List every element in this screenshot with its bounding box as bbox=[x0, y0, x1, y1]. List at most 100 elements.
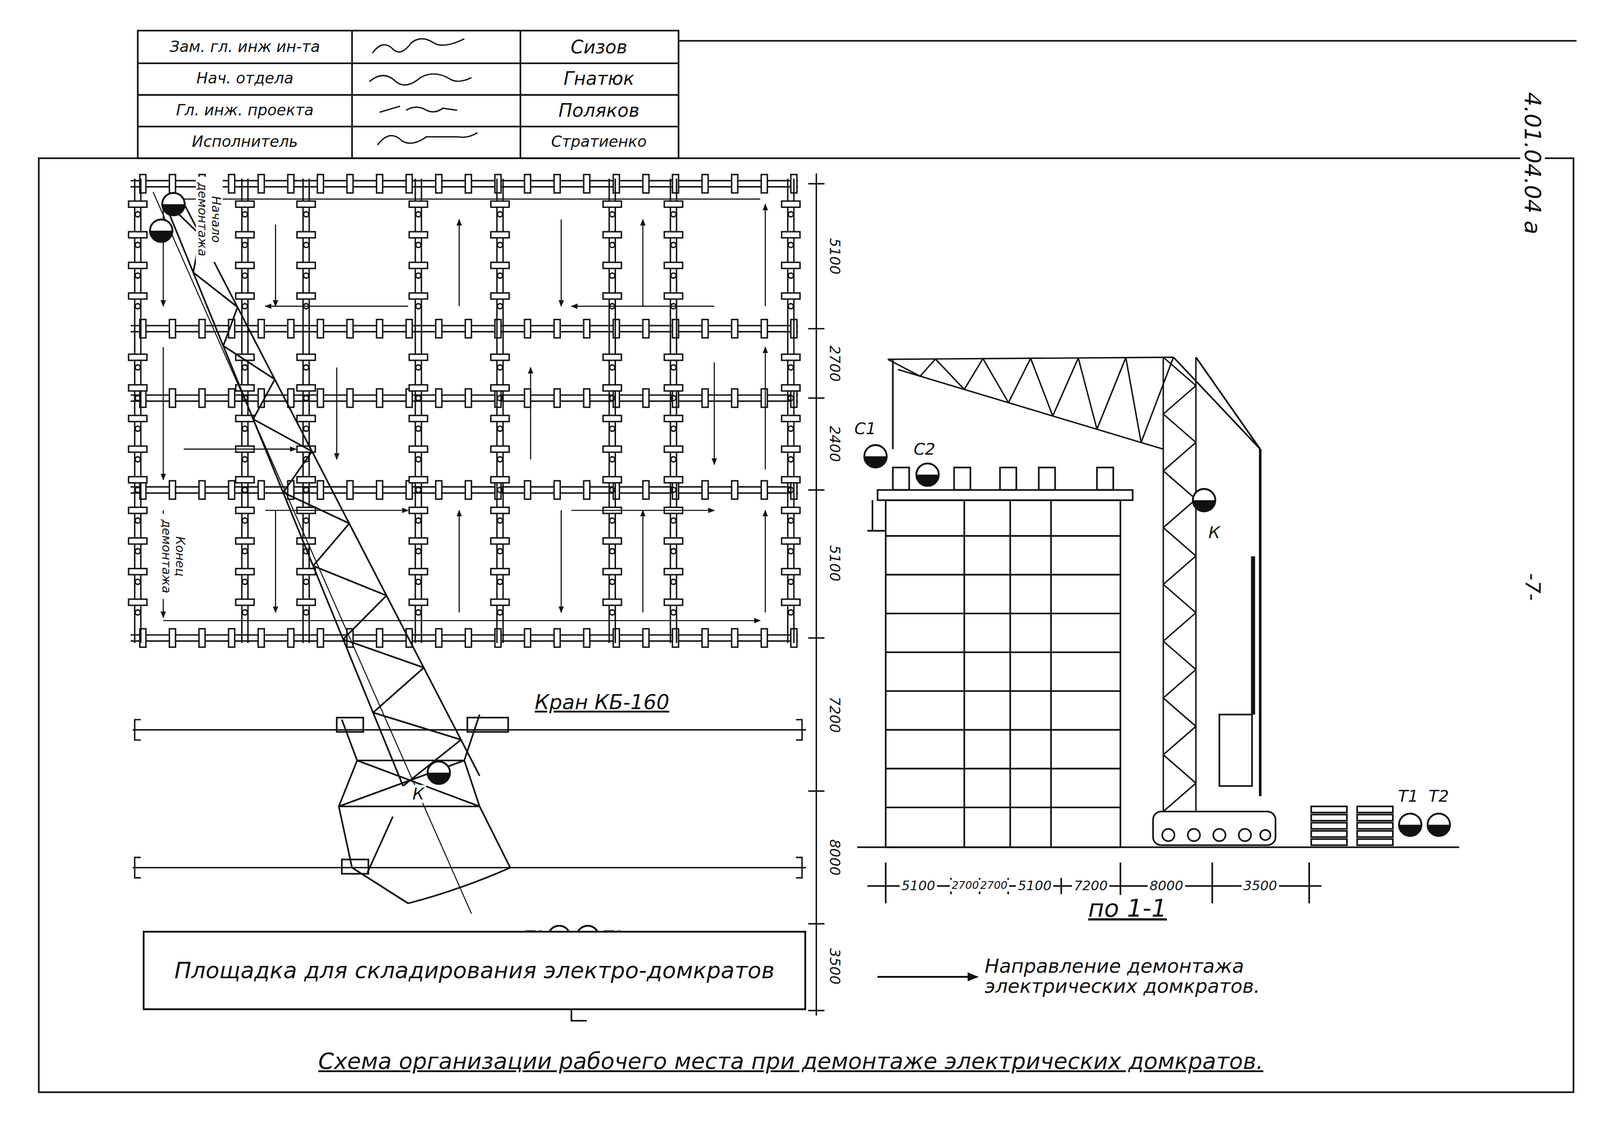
section-view bbox=[1311, 806, 1347, 813]
jack-symbol bbox=[135, 609, 141, 615]
jack-symbol bbox=[670, 579, 676, 585]
title-cell: Сизов bbox=[570, 36, 628, 57]
jack-symbol bbox=[788, 395, 794, 401]
jack-symbol bbox=[415, 303, 421, 309]
dismantle-arrow bbox=[265, 509, 409, 511]
jack-symbol bbox=[781, 476, 800, 483]
jack-symbol bbox=[435, 388, 442, 408]
jack-symbol bbox=[169, 480, 176, 499]
caption: Схема организации рабочего места при дем… bbox=[318, 1048, 1264, 1074]
jack-symbol bbox=[731, 319, 738, 338]
jack-symbol bbox=[664, 445, 683, 452]
legend-sample bbox=[877, 976, 978, 978]
jack-symbol bbox=[497, 609, 503, 615]
jack-symbol bbox=[415, 456, 421, 462]
jack-symbol bbox=[242, 487, 248, 493]
jack-symbol bbox=[664, 231, 683, 238]
jack-symbol bbox=[346, 319, 353, 338]
jack-symbol bbox=[554, 480, 560, 499]
jack-symbol bbox=[609, 273, 615, 279]
title-cell: Нач. отдела bbox=[196, 70, 294, 88]
jack-symbol bbox=[198, 388, 205, 408]
dimension: 7200 bbox=[826, 694, 843, 735]
crane-section bbox=[887, 357, 1197, 812]
jack-symbol bbox=[670, 242, 676, 248]
section-view bbox=[1356, 814, 1393, 821]
jack-symbol bbox=[409, 231, 428, 238]
section-view bbox=[1308, 862, 1311, 904]
jack-symbol bbox=[235, 231, 254, 238]
jack-symbol bbox=[670, 395, 676, 401]
crane-plan bbox=[153, 191, 511, 914]
section-view bbox=[1219, 714, 1253, 787]
worker-mark bbox=[1398, 813, 1422, 836]
worker-mark bbox=[1192, 500, 1216, 512]
jack-symbol bbox=[296, 201, 316, 208]
jack-symbol bbox=[554, 628, 560, 648]
jack-symbol bbox=[664, 568, 683, 575]
jack-symbol bbox=[317, 480, 324, 499]
dimension-line bbox=[807, 327, 825, 330]
crane-track bbox=[132, 729, 807, 731]
dismantle-arrow bbox=[163, 620, 761, 622]
section-view bbox=[1311, 814, 1347, 821]
section-view bbox=[1173, 357, 1261, 449]
jack-symbol bbox=[583, 388, 590, 408]
section-view bbox=[1211, 862, 1214, 904]
jack-symbol bbox=[303, 273, 309, 279]
dimension: 5100 bbox=[899, 878, 938, 893]
sheet-code: 4.01.04.04 а bbox=[1520, 90, 1545, 237]
crane-plan bbox=[341, 859, 369, 874]
jack-symbol bbox=[613, 628, 620, 648]
jack-symbol bbox=[524, 628, 531, 648]
jack-symbol bbox=[524, 319, 531, 338]
jack-symbol bbox=[317, 174, 324, 193]
jack-symbol bbox=[409, 201, 428, 208]
jack-symbol bbox=[670, 609, 676, 615]
jack-symbol bbox=[670, 364, 676, 370]
section-view bbox=[1187, 828, 1201, 841]
dismantle-arrow bbox=[274, 224, 276, 306]
jack-symbol bbox=[670, 425, 676, 431]
storage-area-text: Площадка для складирования электро-домкр… bbox=[174, 957, 775, 984]
jack-symbol bbox=[376, 480, 383, 499]
jack-symbol bbox=[554, 319, 560, 338]
jack-symbol bbox=[296, 476, 316, 483]
dismantle-arrow bbox=[642, 219, 644, 306]
jack-symbol bbox=[317, 628, 324, 648]
jack-symbol bbox=[490, 568, 509, 575]
jack-symbol bbox=[788, 425, 794, 431]
jack-symbol bbox=[128, 262, 147, 269]
jack-symbol bbox=[235, 538, 254, 544]
jack-symbol bbox=[603, 538, 622, 544]
section-view bbox=[1356, 822, 1393, 829]
jack-symbol bbox=[497, 395, 503, 401]
position-mark bbox=[150, 192, 1450, 948]
jack-symbol bbox=[303, 609, 309, 615]
jack-symbol bbox=[303, 395, 309, 401]
crane-plan bbox=[367, 816, 394, 873]
jack-symbol bbox=[490, 201, 509, 208]
jack-symbol bbox=[128, 538, 147, 544]
jack-symbol bbox=[524, 174, 531, 193]
worker-mark bbox=[916, 474, 939, 487]
jack-symbol bbox=[465, 388, 472, 408]
jack-symbol bbox=[494, 174, 501, 193]
jack-symbol bbox=[135, 303, 141, 309]
worker-mark bbox=[150, 219, 173, 242]
dimension: 7200 bbox=[1071, 878, 1110, 893]
sheet-frame bbox=[137, 62, 679, 65]
jack-symbol bbox=[258, 319, 265, 338]
section-view bbox=[1050, 500, 1052, 848]
dimension-line bbox=[807, 922, 825, 925]
jack-symbol bbox=[672, 319, 679, 338]
jack-symbol bbox=[135, 517, 141, 523]
mark-label: С1 bbox=[852, 419, 879, 438]
jack-symbol bbox=[435, 319, 442, 338]
lattice-web bbox=[163, 198, 461, 786]
section-view bbox=[1060, 877, 1063, 895]
jack-symbol bbox=[603, 384, 622, 391]
jack-symbol bbox=[296, 415, 316, 422]
jack-symbol bbox=[235, 292, 254, 299]
jack-symbol bbox=[497, 273, 503, 279]
